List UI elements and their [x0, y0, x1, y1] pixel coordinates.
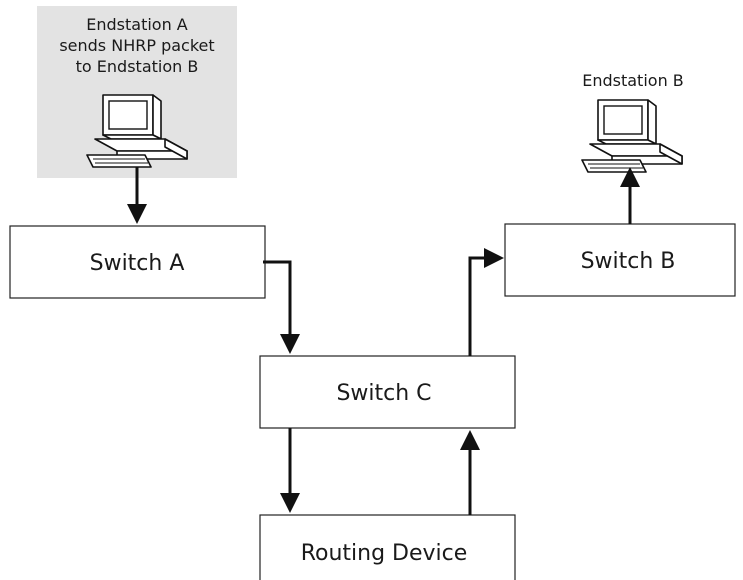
switch-b-label: Switch B [581, 249, 676, 274]
endstation-b-caption: Endstation B [582, 71, 684, 90]
switch-c-label: Switch C [336, 381, 431, 406]
endstation-a-caption-line-1: Endstation A [86, 15, 188, 34]
switch-a-label: Switch A [90, 251, 185, 276]
endstation-b-computer-icon [581, 99, 683, 173]
switch-a-box [9, 225, 266, 299]
arrow-switch-b-to-endstation-b [620, 167, 640, 224]
switch-b-box [504, 223, 736, 297]
routing-device-label: Routing Device [301, 541, 468, 566]
arrow-routing-device-to-switch-c [460, 430, 480, 515]
routing-device-box [259, 514, 516, 580]
arrow-endstation-a-to-switch-a [127, 167, 147, 224]
endstation-a-caption-line-3: to Endstation B [76, 57, 199, 76]
arrow-switch-c-to-routing-device [280, 428, 300, 513]
arrow-switch-a-to-switch-c [263, 260, 300, 354]
endstation-a-caption-line-2: sends NHRP packet [59, 36, 214, 55]
arrow-switch-c-to-switch-b [468, 248, 504, 356]
switch-c-box [259, 355, 516, 429]
